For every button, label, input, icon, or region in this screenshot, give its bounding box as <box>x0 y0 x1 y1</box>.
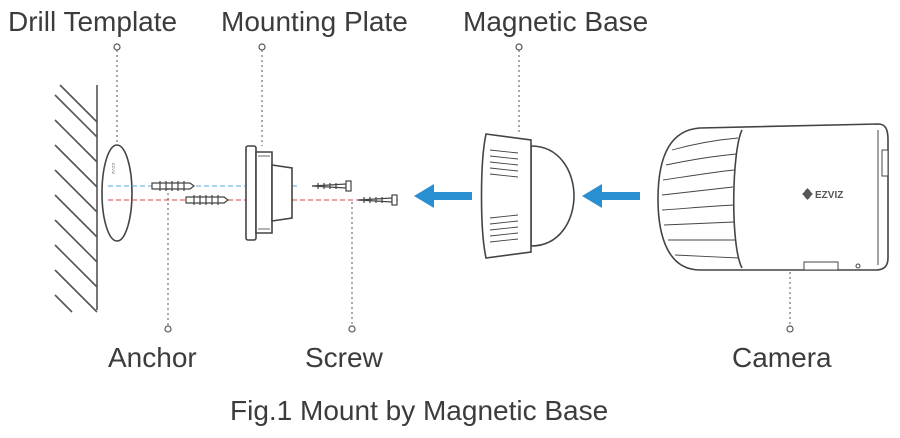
anchor-lower <box>185 195 229 205</box>
anchor-upper <box>151 181 195 191</box>
template-mark: EZVIZ <box>111 163 116 175</box>
drill-template: EZVIZ <box>101 144 133 242</box>
screw-upper <box>311 180 352 192</box>
label-anchor: Anchor <box>108 342 197 373</box>
leader-lines <box>116 50 791 326</box>
ezviz-logo: EZVIZ <box>802 188 843 201</box>
magnetic-base <box>480 133 575 259</box>
arrow-to-plate <box>414 184 472 208</box>
screw-lower <box>357 194 398 206</box>
label-drill-template: Drill Template <box>8 6 178 37</box>
label-magnetic-base: Magnetic Base <box>463 6 649 37</box>
camera <box>657 123 889 271</box>
label-mounting-plate: Mounting Plate <box>221 6 408 37</box>
camera-brand: EZVIZ <box>815 190 843 201</box>
label-camera: Camera <box>732 342 832 373</box>
wall <box>54 84 98 313</box>
ezviz-logo-mark <box>802 188 813 200</box>
figure-caption: Fig.1 Mount by Magnetic Base <box>230 395 609 426</box>
mounting-plate <box>245 145 293 241</box>
label-screw: Screw <box>305 342 383 373</box>
arrow-to-base <box>582 184 640 208</box>
leader-dots <box>113 43 794 333</box>
